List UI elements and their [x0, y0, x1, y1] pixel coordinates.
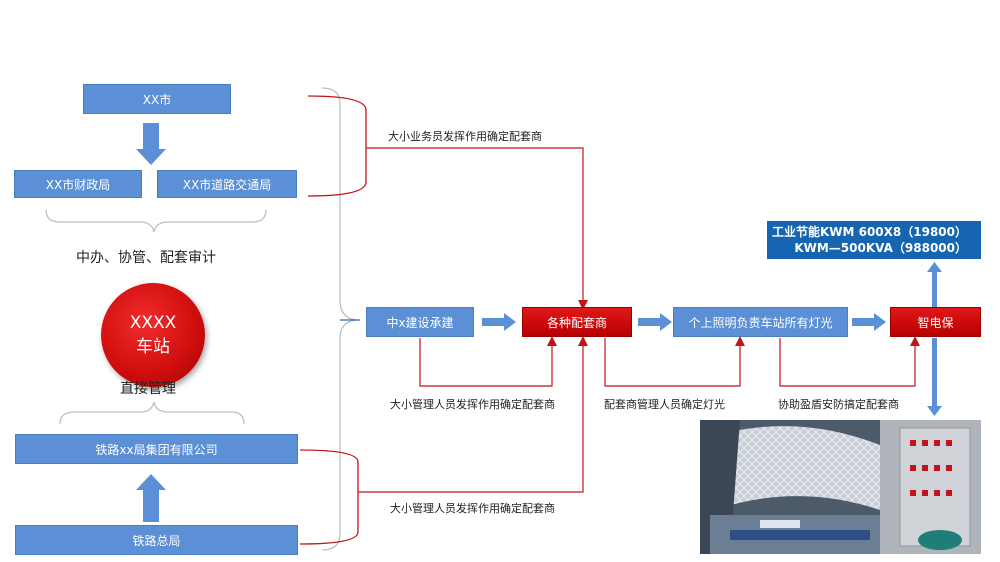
- red-line-lower: [358, 336, 584, 493]
- station-photo-graphic: [700, 420, 981, 554]
- smart-power-box: 智电保: [890, 307, 981, 337]
- energy-info-box: 工业节能KWM 600X8（19800） KWM—500KVA（988000）: [767, 221, 981, 259]
- station-photo: [700, 420, 981, 554]
- arrow-up-railway: [136, 474, 166, 522]
- red-loop-left: [419, 338, 553, 387]
- annotation-bottom-mid: 配套商管理人员确定灯光: [604, 398, 725, 411]
- annotation-lower: 大小管理人员发挥作用确定配套商: [390, 502, 555, 515]
- bracket-bottom: [59, 401, 245, 425]
- red-loop-right: [779, 338, 916, 387]
- red-bracket-bottom: [299, 449, 359, 545]
- annotation-top: 大小业务员发挥作用确定配套商: [388, 130, 542, 143]
- lighting-box: 个上照明负责车站所有灯光: [673, 307, 848, 337]
- railway-group-box: 铁路xx局集团有限公司: [15, 434, 298, 464]
- annotation-bottom-left: 大小管理人员发挥作用确定配套商: [390, 398, 555, 411]
- arrow-down-shaft: [932, 338, 937, 406]
- arrow-flow-2: [638, 313, 672, 331]
- finance-bureau-box: XX市财政局: [14, 170, 142, 198]
- review-text: 中办、协管、配套审计: [76, 250, 216, 266]
- arrow-down-city: [136, 123, 166, 165]
- energy-info-line2: KWM—500KVA（988000）: [794, 241, 967, 255]
- bracket-top: [45, 209, 267, 233]
- red-line-top: [366, 147, 584, 300]
- red-bracket-top: [307, 95, 367, 197]
- vertical-brace: [321, 87, 357, 551]
- suppliers-box: 各种配套商: [522, 307, 632, 337]
- city-box: XX市: [83, 84, 231, 114]
- builder-box: 中x建设承建: [366, 307, 474, 337]
- railway-hq-box: 铁路总局: [15, 525, 298, 555]
- annotation-bottom-right: 协助盈盾安防搞定配套商: [778, 398, 899, 411]
- red-loop-mid: [604, 338, 741, 387]
- station-name-line2: 车站: [136, 337, 170, 357]
- traffic-bureau-box: XX市道路交通局: [157, 170, 297, 198]
- arrow-flow-1: [482, 313, 516, 331]
- energy-info-line1: 工业节能KWM 600X8（19800）: [771, 225, 967, 239]
- arrow-flow-3: [852, 313, 886, 331]
- direct-management-text: 直接管理: [120, 381, 176, 397]
- station-circle: XXXX 车站: [101, 283, 205, 387]
- arrow-up-shaft: [932, 272, 937, 308]
- station-name-line1: XXXX: [129, 313, 177, 333]
